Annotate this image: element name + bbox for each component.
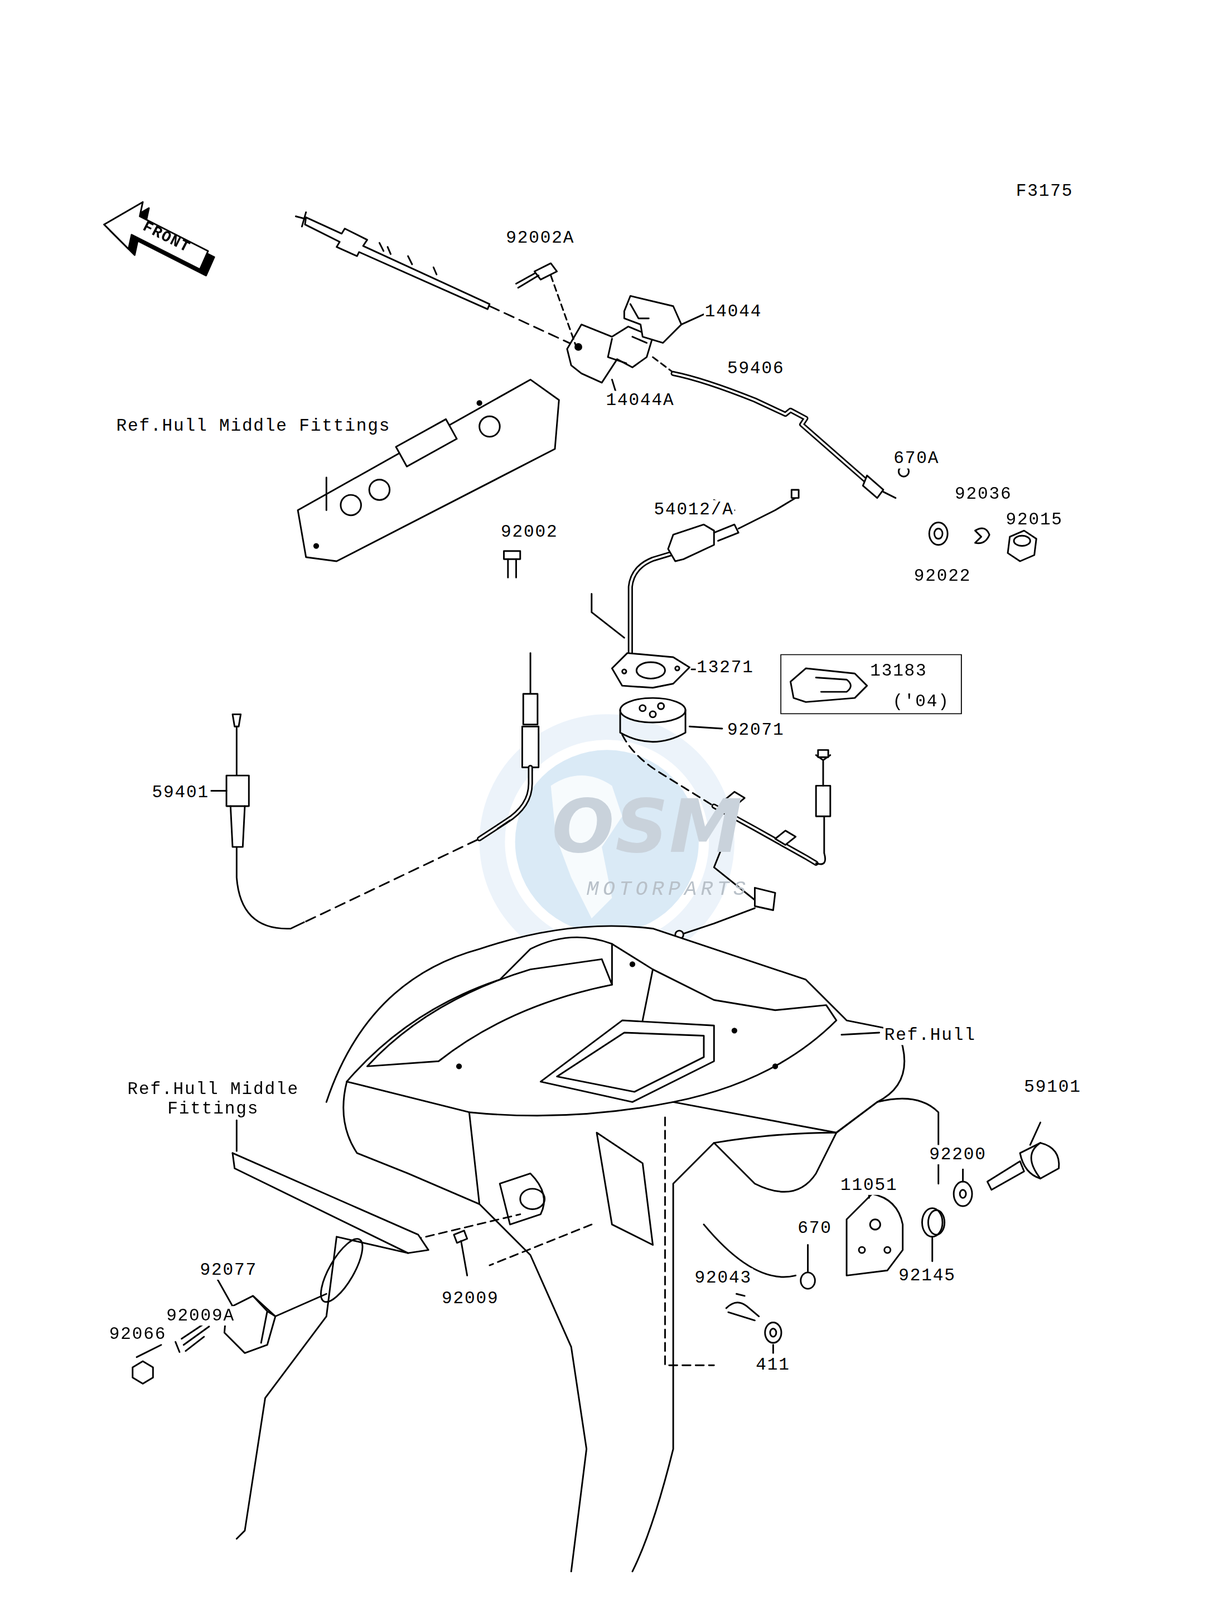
callout-number: 92066 [108, 1323, 168, 1344]
callout-number: 11051 [839, 1175, 899, 1195]
callout-number: 92002 [499, 521, 559, 542]
callout-number: 92071 [726, 719, 786, 740]
reference-label: F3175 [1014, 181, 1075, 202]
reference-label: Ref.Hull [883, 1025, 978, 1045]
reference-label: Ref.Hull Middle Fittings [115, 416, 392, 436]
callout-number: 92002A [504, 228, 576, 249]
callout-number: 92036 [953, 484, 1013, 505]
variant-part-box: 13183 ('04) [780, 653, 963, 714]
callout-number: 92200 [927, 1144, 988, 1164]
callout-number: 14044 [703, 301, 763, 322]
callout-number: 411 [754, 1354, 791, 1375]
watermark: OSM [550, 785, 745, 867]
reference-label: Ref.Hull Middle Fittings [115, 1079, 312, 1119]
callout-number: 92145 [897, 1265, 957, 1286]
callout-number: 54012/A [653, 499, 736, 520]
watermark: MOTORPARTS [585, 879, 751, 899]
callout-number: 59406 [726, 359, 786, 379]
callout-number: 14044A [605, 390, 676, 411]
callout-number: 92077 [199, 1259, 259, 1280]
callout-number: 92009 [440, 1288, 500, 1308]
model-year-note: ('04) [891, 691, 951, 712]
callout-number: 13271 [695, 658, 755, 678]
callout-number: 92022 [912, 566, 973, 586]
callout-number: 92009A [165, 1305, 236, 1326]
callout-number: 59401 [151, 782, 211, 802]
callout-number: 92015 [1004, 510, 1065, 530]
callout-number: 92043 [693, 1268, 753, 1288]
callout-number: 59101 [1023, 1077, 1083, 1097]
callout-number: 670 [796, 1217, 833, 1238]
callout-number: 13183 [868, 660, 928, 681]
callout-number: 670A [892, 448, 941, 469]
